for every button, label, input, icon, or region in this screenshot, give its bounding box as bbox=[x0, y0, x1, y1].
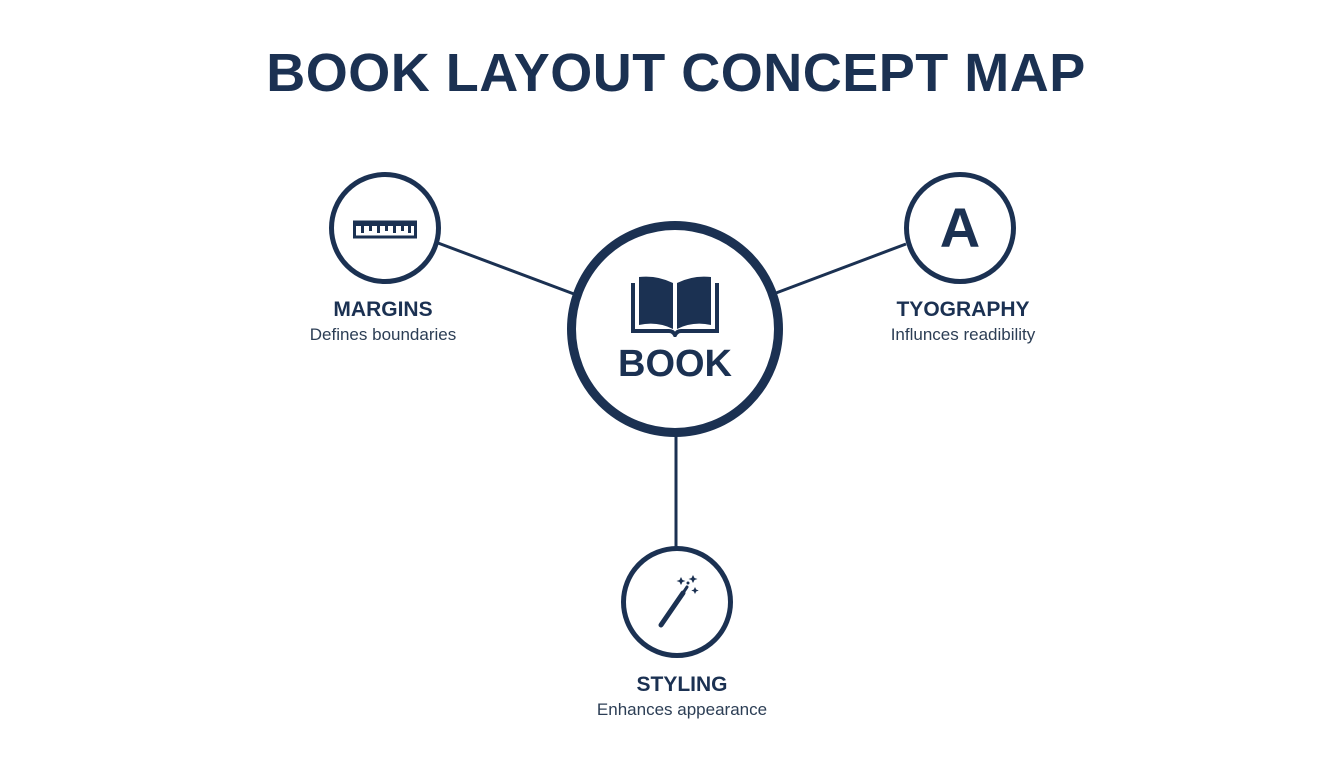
caption-margins: MARGINS Defines boundaries bbox=[253, 297, 513, 347]
margins-description: Defines boundaries bbox=[309, 325, 457, 344]
page-title: BOOK LAYOUT CONCEPT MAP bbox=[266, 43, 1086, 103]
caption-styling: STYLING Enhances appearance bbox=[552, 672, 812, 722]
typography-description: Influnces readibility bbox=[890, 325, 1036, 344]
center-label: BOOK bbox=[618, 342, 732, 385]
styling-description: Enhances appearance bbox=[596, 700, 768, 719]
magic-wand-icon bbox=[658, 575, 699, 628]
connector-margins bbox=[437, 241, 575, 296]
center-node-book[interactable]: BOOK bbox=[567, 221, 783, 437]
node-styling[interactable] bbox=[621, 546, 733, 658]
margins-label: MARGINS bbox=[333, 298, 433, 321]
node-typography[interactable]: A bbox=[904, 172, 1016, 284]
connector-typography bbox=[775, 242, 907, 295]
typography-label: TYOGRAPHY bbox=[896, 298, 1030, 321]
ruler-icon bbox=[353, 220, 417, 239]
caption-typography: TYOGRAPHY Influnces readibility bbox=[833, 297, 1093, 347]
letter-a-icon: A bbox=[939, 196, 981, 259]
node-margins[interactable] bbox=[329, 172, 441, 284]
styling-label: STYLING bbox=[636, 673, 728, 696]
open-book-icon bbox=[631, 276, 719, 337]
